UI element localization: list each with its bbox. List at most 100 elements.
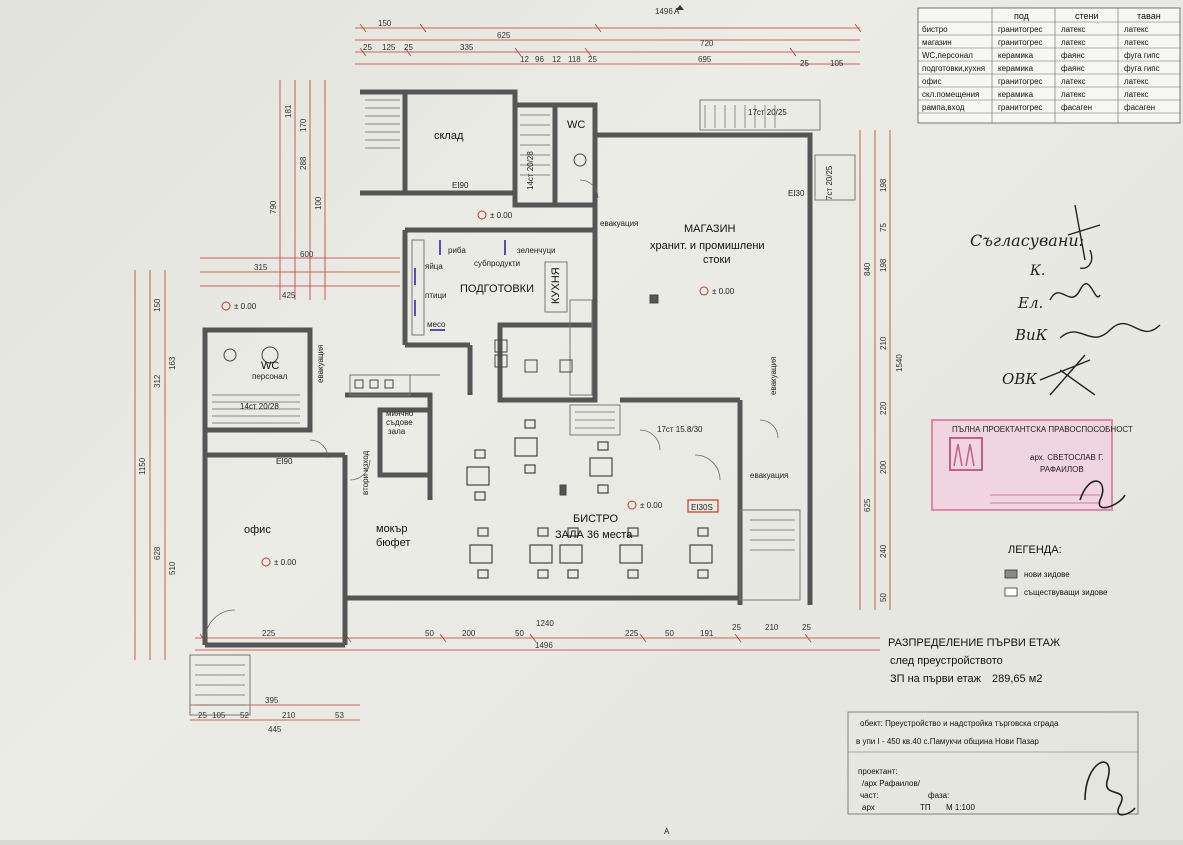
dim-bottom-17: 210 (282, 711, 296, 720)
title-phase-value: ТП (920, 803, 931, 812)
dim-bottom-8: 25 (732, 623, 741, 632)
bistro-furniture (466, 419, 713, 579)
dim-right-6: 1540 (895, 354, 904, 372)
level-store-room: ± 0.00 (490, 211, 513, 220)
stamp-logo-icon (953, 443, 975, 467)
finish-row-room: магазин (922, 38, 952, 47)
label-myalno1: миячно (386, 409, 414, 418)
dim-top-7: 25 (404, 43, 413, 52)
dim-left-11: 163 (168, 356, 177, 370)
signature-el-icon (1049, 283, 1101, 301)
caption-area-label: ЗП на първи етаж (890, 673, 982, 685)
dim-left-12: 1150 (138, 457, 147, 475)
signature-ovk-icon (1039, 354, 1096, 396)
finish-row-cell: гранитогрес (998, 77, 1043, 86)
finish-row-cell: керамика (998, 64, 1034, 73)
dim-right-3: 840 (863, 262, 872, 276)
door-swings (204, 179, 779, 641)
finish-row-cell: керамика (998, 90, 1034, 99)
dim-bottom-4: 50 (515, 629, 524, 638)
caption-area-value: 289,65 м2 (992, 673, 1042, 685)
wall-thin-lines (189, 99, 856, 716)
dim-top-3: 1496 (655, 7, 673, 16)
dim-bottom-14: 25 (198, 711, 207, 720)
label-evacuation-1: евакуация (600, 219, 638, 228)
handwriting-ovk: ОВК (1002, 370, 1037, 388)
stamp-line-3: РАФАИЛОВ (1040, 465, 1084, 474)
dim-right-9: 625 (863, 498, 872, 512)
label-personal: персонал (252, 372, 288, 381)
dim-top-12: 118 (568, 55, 581, 64)
dim-right-1: 198 (879, 178, 888, 192)
dimension-lines (134, 27, 891, 721)
room-podgotovki: ПОДГОТОВКИ (460, 283, 534, 295)
dim-bottom-2: 50 (425, 629, 434, 638)
dim-right-8: 200 (879, 460, 888, 474)
room-sklad: склад (434, 130, 464, 142)
dim-right-5: 210 (879, 336, 888, 350)
dim-left-5: 100 (314, 196, 323, 210)
room-kuhnya: КУХНЯ (550, 267, 562, 304)
level-magazin: ± 0.00 (712, 287, 735, 296)
finish-row-cell: латекс (1124, 90, 1149, 99)
dim-bottom-18: 53 (335, 711, 344, 720)
dim-top-14: 695 (698, 55, 712, 64)
title-part-label: част: (860, 791, 879, 800)
legend-existing-walls: съществуващи зидове (1024, 588, 1108, 597)
dim-bottom-6: 50 (665, 629, 674, 638)
dim-top-15: 25 (800, 59, 809, 68)
dim-top-5: 25 (363, 43, 372, 52)
dim-bottom-11: 1240 (536, 619, 554, 628)
finish-row-room: бистро (922, 25, 948, 34)
title-object-line1: обект: Преустройство и надстройка търгов… (860, 719, 1059, 728)
signature-vik-icon (1059, 323, 1161, 339)
finish-row-cell: латекс (1061, 90, 1086, 99)
dim-left-2: 181 (284, 104, 293, 118)
label-evacuation-3: евакуация (316, 345, 325, 383)
title-block: обект: Преустройство и надстройка търгов… (847, 711, 1139, 816)
dim-left-6: 425 (282, 291, 296, 300)
dim-left-7: 600 (300, 250, 314, 259)
dim-left-4: 288 (299, 156, 308, 170)
dim-bottom-10: 25 (802, 623, 811, 632)
kitchen-purple-marks (414, 240, 506, 331)
label-myalno2: съдове (386, 418, 413, 427)
room-bistro-capacity: ЗАЛА 36 места (555, 529, 633, 541)
dim-top-6: 125 (382, 43, 396, 52)
finish-row-cell: фуга гипс (1124, 64, 1160, 73)
dim-bottom-5: 225 (625, 629, 639, 638)
room-magazin: МАГАЗИН (684, 223, 735, 235)
handwriting-k: К. (1029, 263, 1045, 279)
label-ei90-top: EI90 (452, 181, 469, 190)
designer-stamp: ПЪЛНА ПРОЕКТАНТСКА ПРАВОСПОСОБНОСТ арх. … (931, 419, 1133, 511)
dim-left-13: 628 (153, 546, 162, 560)
label-stairs-left: 14ст 20/28 (240, 402, 279, 411)
section-marker-top: А (674, 7, 680, 16)
legend-new-swatch (1004, 569, 1018, 579)
room-mokar1: мокър (376, 523, 408, 535)
title-phase-label: фаза: (928, 791, 949, 800)
dim-bottom-3: 200 (462, 629, 476, 638)
dim-right-10: 240 (879, 544, 888, 558)
dim-bottom-9: 210 (765, 623, 779, 632)
level-markers (221, 210, 709, 567)
dim-top-2: 625 (497, 31, 511, 40)
signature-k-icon (1067, 204, 1101, 269)
dim-left-8: 315 (254, 263, 268, 272)
dim-top-1: 150 (378, 19, 392, 28)
dim-right-11: 50 (879, 593, 888, 602)
handwriting-vik: ВиК (1014, 326, 1048, 344)
handwritten-approvals: Съгласувани: К. Ел. ВиК ОВК (970, 204, 1161, 396)
room-wc-top: WC (567, 119, 585, 131)
title-part-value: арх (862, 803, 875, 812)
section-arrow-icon (676, 5, 684, 10)
room-magazin-sub2: стоки (703, 254, 731, 266)
dim-bottom-16: 52 (240, 711, 249, 720)
dim-top-13: 25 (588, 55, 597, 64)
title-designer-label: проектант: (858, 767, 898, 776)
label-riba: риба (448, 246, 466, 255)
dim-top-16: 105 (830, 59, 844, 68)
